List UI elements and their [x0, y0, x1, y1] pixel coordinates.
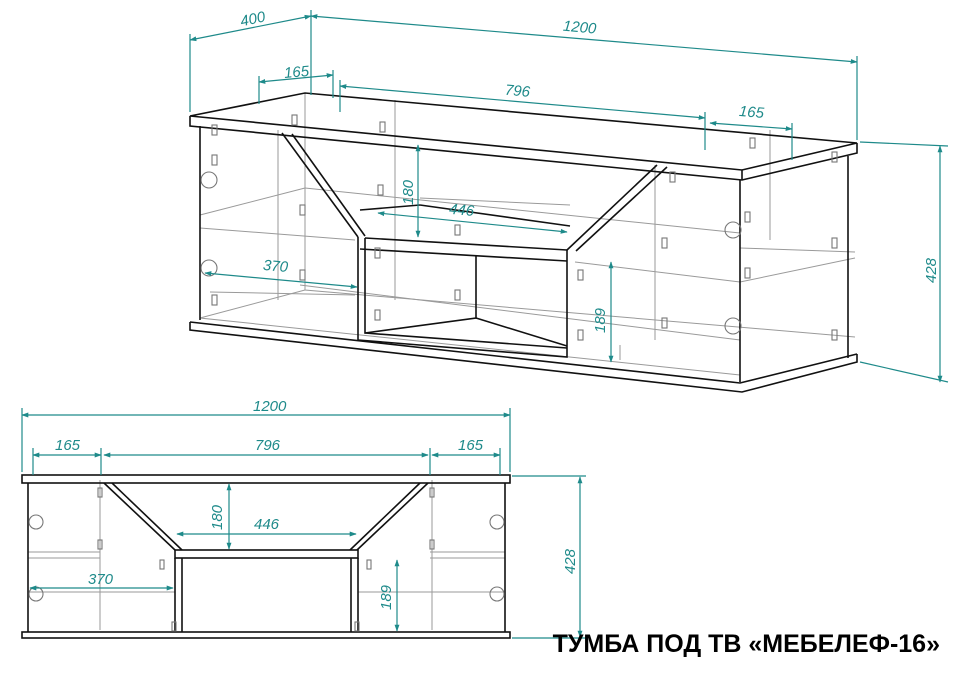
front-hardware: [28, 487, 505, 632]
hinge-hole-icon: [200, 171, 218, 189]
front-dim-niche-height: 180: [209, 504, 226, 530]
iso-dim-center: 796: [504, 82, 531, 101]
iso-dim-shelf-width: 370: [262, 257, 289, 276]
iso-dim-width: 1200: [562, 18, 597, 38]
iso-dim-side-right: 165: [738, 103, 765, 122]
front-dim-shelf-width: 370: [88, 571, 114, 588]
drawing-title: ТУМБА ПОД ТВ «МЕБЕЛЕФ-16»: [553, 630, 940, 658]
iso-outlines: [189, 92, 858, 393]
front-hidden-lines: [28, 480, 505, 630]
iso-dim-depth: 400: [239, 8, 268, 30]
hinge-hole-icon: [489, 514, 505, 530]
iso-dim-drawer-height: 189: [592, 307, 609, 333]
iso-dim-total-height: 428: [923, 257, 940, 283]
iso-dimension-lines: [189, 10, 949, 383]
front-dim-drawer-height: 189: [378, 584, 395, 610]
front-outlines: [21, 474, 511, 639]
front-dimension-lines: [21, 408, 586, 639]
front-dim-side-right: 165: [458, 437, 484, 454]
iso-hidden-lines: [199, 93, 856, 376]
iso-dim-side-left: 165: [283, 63, 310, 82]
front-dim-center: 796: [255, 437, 281, 454]
iso-dim-niche-height: 180: [400, 179, 417, 205]
iso-dimension-labels: 400 1200 165 796 165 180 446 370 189 428: [239, 8, 940, 333]
front-dim-width: 1200: [253, 398, 287, 415]
hinge-hole-icon: [28, 514, 44, 530]
hinge-hole-icon: [724, 317, 742, 335]
hinge-hole-icon: [724, 221, 742, 239]
front-dim-niche-width: 446: [254, 516, 280, 533]
front-dimension-labels: 1200 165 796 165 180 446 370 189 428: [55, 398, 579, 610]
front-dim-total-height: 428: [562, 548, 579, 574]
front-view: 1200 165 796 165 180 446 370 189 428: [21, 398, 586, 639]
hinge-hole-icon: [489, 586, 505, 602]
front-dim-side-left: 165: [55, 437, 81, 454]
isometric-view: 400 1200 165 796 165 180 446 370 189 428: [189, 8, 949, 393]
iso-dim-niche-width: 446: [448, 201, 475, 220]
iso-hardware: [200, 114, 838, 341]
hinge-hole-icon: [28, 586, 44, 602]
